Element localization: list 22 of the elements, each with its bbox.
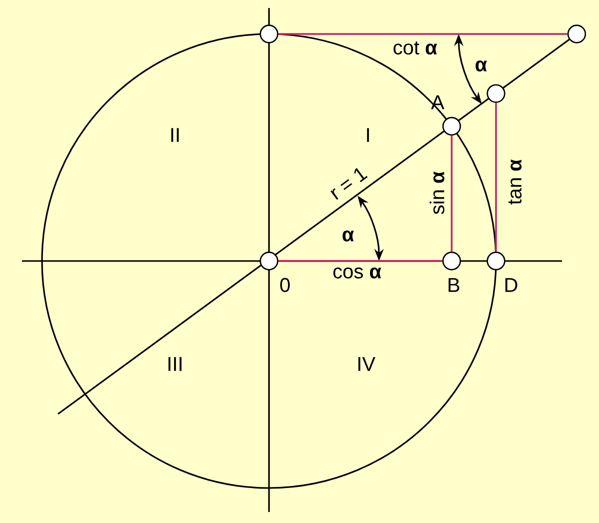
point-label: 0 — [280, 278, 290, 292]
point-label: B — [448, 278, 460, 292]
trig-segment — [278, 260, 442, 262]
trig-segment — [495, 102, 497, 252]
quadrant-label: I — [367, 128, 369, 142]
edge-label: cos α — [333, 268, 382, 278]
angle-label: α — [476, 60, 487, 72]
point-marker — [486, 84, 506, 103]
edge-label: cot α — [394, 41, 438, 55]
quadrant-label: II — [171, 128, 179, 142]
trig-segment — [450, 136, 453, 252]
trig-segment — [278, 33, 568, 35]
point-label: A — [431, 95, 444, 110]
edge-label: tan α — [508, 159, 522, 205]
point-marker — [260, 24, 278, 44]
radius-label: r = 1 — [330, 168, 368, 200]
point-marker — [567, 24, 586, 44]
angle-label: α — [342, 230, 354, 242]
quadrant-label: IV — [358, 357, 376, 371]
quadrant-label: III — [168, 357, 182, 371]
edge-label: sin α — [430, 172, 444, 214]
point-label: D — [505, 278, 518, 292]
